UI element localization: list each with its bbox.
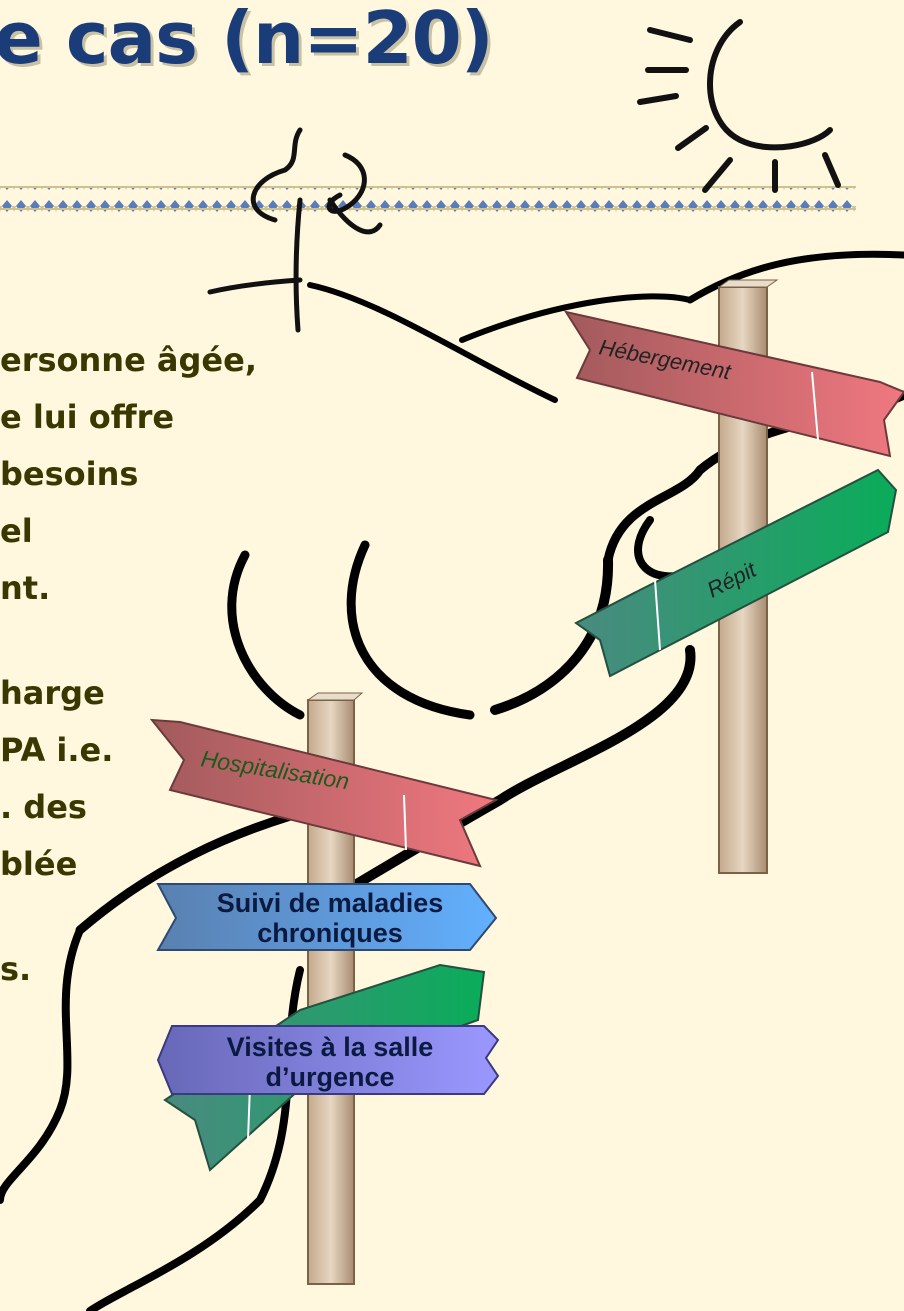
sign-visites-label-line1: Visites à la salle	[227, 1032, 434, 1062]
sun-icon	[640, 22, 838, 190]
sign-visites-urgence: Visites à la salle d’urgence	[158, 1026, 498, 1094]
decorative-band	[0, 186, 856, 216]
sign-suivi-maladies: Suivi de maladies chroniques	[158, 884, 496, 950]
sign-suivi-label-line1: Suivi de maladies	[217, 888, 444, 918]
sign-suivi-label-line2: chroniques	[257, 918, 403, 948]
sign-visites-label-line2: d’urgence	[265, 1062, 394, 1092]
